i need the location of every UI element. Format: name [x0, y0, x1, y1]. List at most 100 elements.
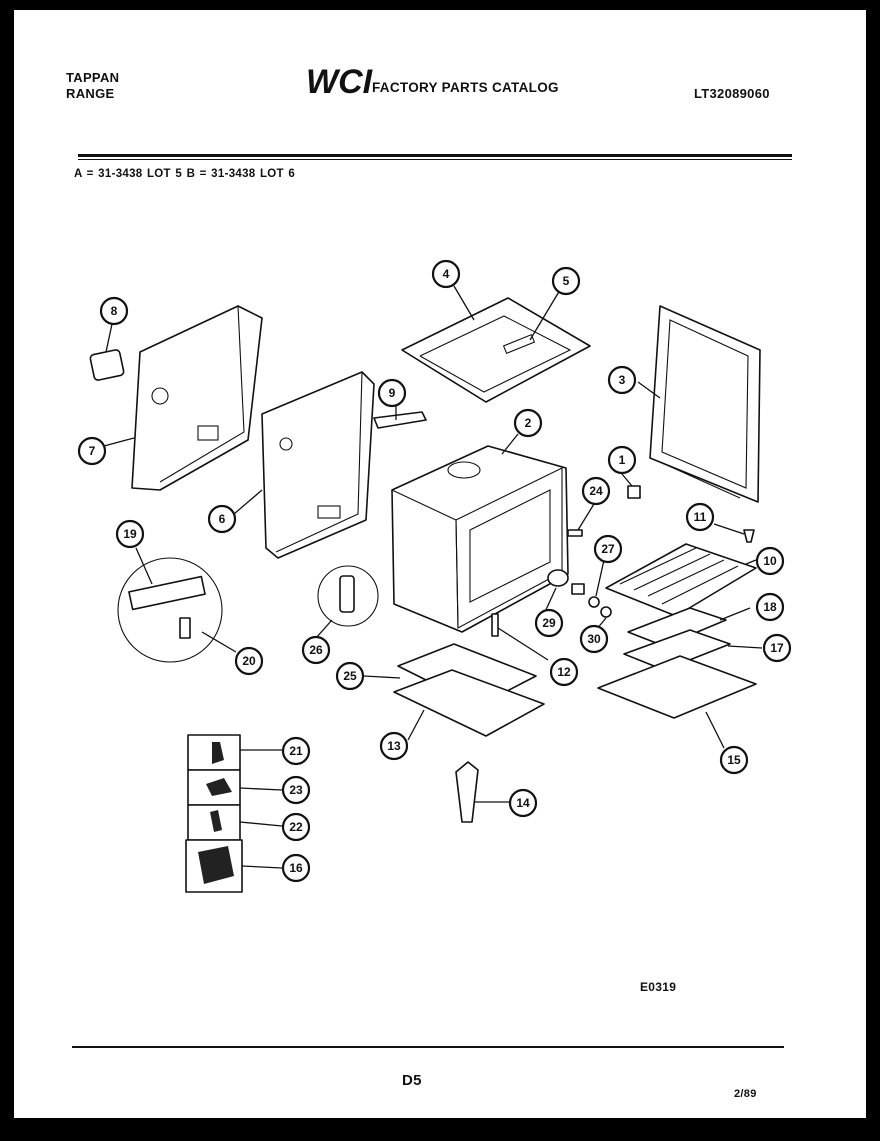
catalog-title: FACTORY PARTS CATALOG: [372, 80, 559, 95]
part-label-plate: [89, 349, 125, 381]
svg-text:7: 7: [89, 444, 96, 458]
drawing-code: E0319: [640, 980, 677, 994]
svg-text:4: 4: [443, 267, 450, 281]
svg-text:9: 9: [389, 386, 396, 400]
part-oven-rack: [605, 543, 757, 617]
wci-logo-lettering: WCI: [306, 63, 374, 99]
callout-12: 12: [549, 657, 579, 687]
leader-lines: [103, 285, 763, 869]
svg-text:19: 19: [123, 527, 137, 541]
callout-27: 27: [593, 534, 623, 564]
callout-20: 20: [234, 646, 264, 676]
part-drawer-pan: [597, 655, 757, 719]
callout-22: 22: [281, 812, 311, 842]
part-support-leg: [455, 761, 479, 823]
svg-text:14: 14: [516, 796, 530, 810]
part-broiler-grid: [627, 607, 727, 647]
callout-30: 30: [579, 624, 609, 654]
callout-21: 21: [281, 736, 311, 766]
page-number: D5: [402, 1072, 422, 1089]
svg-text:1: 1: [619, 453, 626, 467]
svg-text:21: 21: [289, 744, 303, 758]
part-leveler: [743, 529, 755, 543]
part-oven-body: [391, 445, 569, 633]
part-hinge-inset: [117, 557, 223, 663]
svg-text:3: 3: [619, 373, 626, 387]
callout-15: 15: [719, 745, 749, 775]
callout-9: 9: [377, 378, 407, 408]
svg-text:5: 5: [563, 274, 570, 288]
callout-26: 26: [301, 635, 331, 665]
svg-text:20: 20: [242, 654, 256, 668]
svg-text:8: 8: [111, 304, 118, 318]
part-lamp-bulb: [588, 596, 600, 608]
part-thermostat-bulb-inset: [317, 565, 379, 627]
callout-14: 14: [508, 788, 538, 818]
part-bracket: [373, 411, 427, 429]
callout-23: 23: [281, 775, 311, 805]
svg-text:17: 17: [770, 641, 784, 655]
svg-text:11: 11: [694, 510, 707, 524]
callout-24: 24: [581, 476, 611, 506]
svg-text:18: 18: [763, 600, 777, 614]
part-hinge-plate: [206, 778, 232, 796]
part-broiler-pan: [623, 629, 731, 671]
product-type: RANGE: [66, 86, 115, 101]
callout-6: 6: [207, 504, 237, 534]
part-pin: [491, 613, 499, 637]
svg-text:25: 25: [343, 669, 357, 683]
part-top-panel: [401, 297, 591, 403]
callout-10: 10: [755, 546, 785, 576]
part-back-cover: [261, 371, 375, 559]
part-spacer: [567, 529, 583, 537]
part-side-frame: [649, 305, 761, 503]
svg-text:26: 26: [309, 643, 323, 657]
date-code: 2/89: [734, 1088, 757, 1100]
part-lamp-receptacle: [571, 583, 585, 595]
callout-18: 18: [755, 592, 785, 622]
svg-text:22: 22: [289, 820, 303, 834]
callout-5: 5: [551, 266, 581, 296]
svg-text:2: 2: [525, 416, 532, 430]
svg-text:6: 6: [219, 512, 226, 526]
callout-7: 7: [77, 436, 107, 466]
part-drawer-frame: [393, 669, 545, 737]
wci-logo: WCI: [306, 63, 374, 99]
callout-2: 2: [513, 408, 543, 438]
svg-text:27: 27: [601, 542, 615, 556]
callout-25: 25: [335, 661, 365, 691]
callout-16: 16: [281, 853, 311, 883]
svg-text:29: 29: [542, 616, 556, 630]
footer-rule: [72, 1046, 784, 1048]
part-hinge-pin: [210, 810, 222, 832]
svg-text:16: 16: [289, 861, 303, 875]
callout-17: 17: [762, 633, 792, 663]
callout-13: 13: [379, 731, 409, 761]
svg-text:10: 10: [763, 554, 777, 568]
part-lamp-cover: [600, 606, 612, 618]
header-rule-thick: [78, 154, 792, 157]
callout-3: 3: [607, 365, 637, 395]
svg-text:15: 15: [727, 753, 741, 767]
callout-8: 8: [99, 296, 129, 326]
header-rule-thin: [78, 159, 792, 160]
callout-4: 4: [431, 259, 461, 289]
svg-text:13: 13: [387, 739, 401, 753]
lot-legend: A = 31-3438 LOT 5 B = 31-3438 LOT 6: [74, 168, 296, 180]
part-clip: [627, 485, 641, 499]
callout-11: 11: [685, 502, 715, 532]
svg-text:30: 30: [587, 632, 601, 646]
svg-text:24: 24: [589, 484, 603, 498]
callout-29: 29: [534, 608, 564, 638]
part-rear-panel: [131, 305, 263, 491]
brand-name: TAPPAN: [66, 70, 120, 85]
svg-text:12: 12: [557, 665, 571, 679]
model-number: LT32089060: [694, 86, 770, 101]
svg-text:23: 23: [289, 783, 303, 797]
part-hinge-assembly: [198, 846, 234, 884]
part-hinge-small: [212, 742, 224, 764]
callout-19: 19: [115, 519, 145, 549]
part-lamp-socket: [547, 569, 569, 587]
